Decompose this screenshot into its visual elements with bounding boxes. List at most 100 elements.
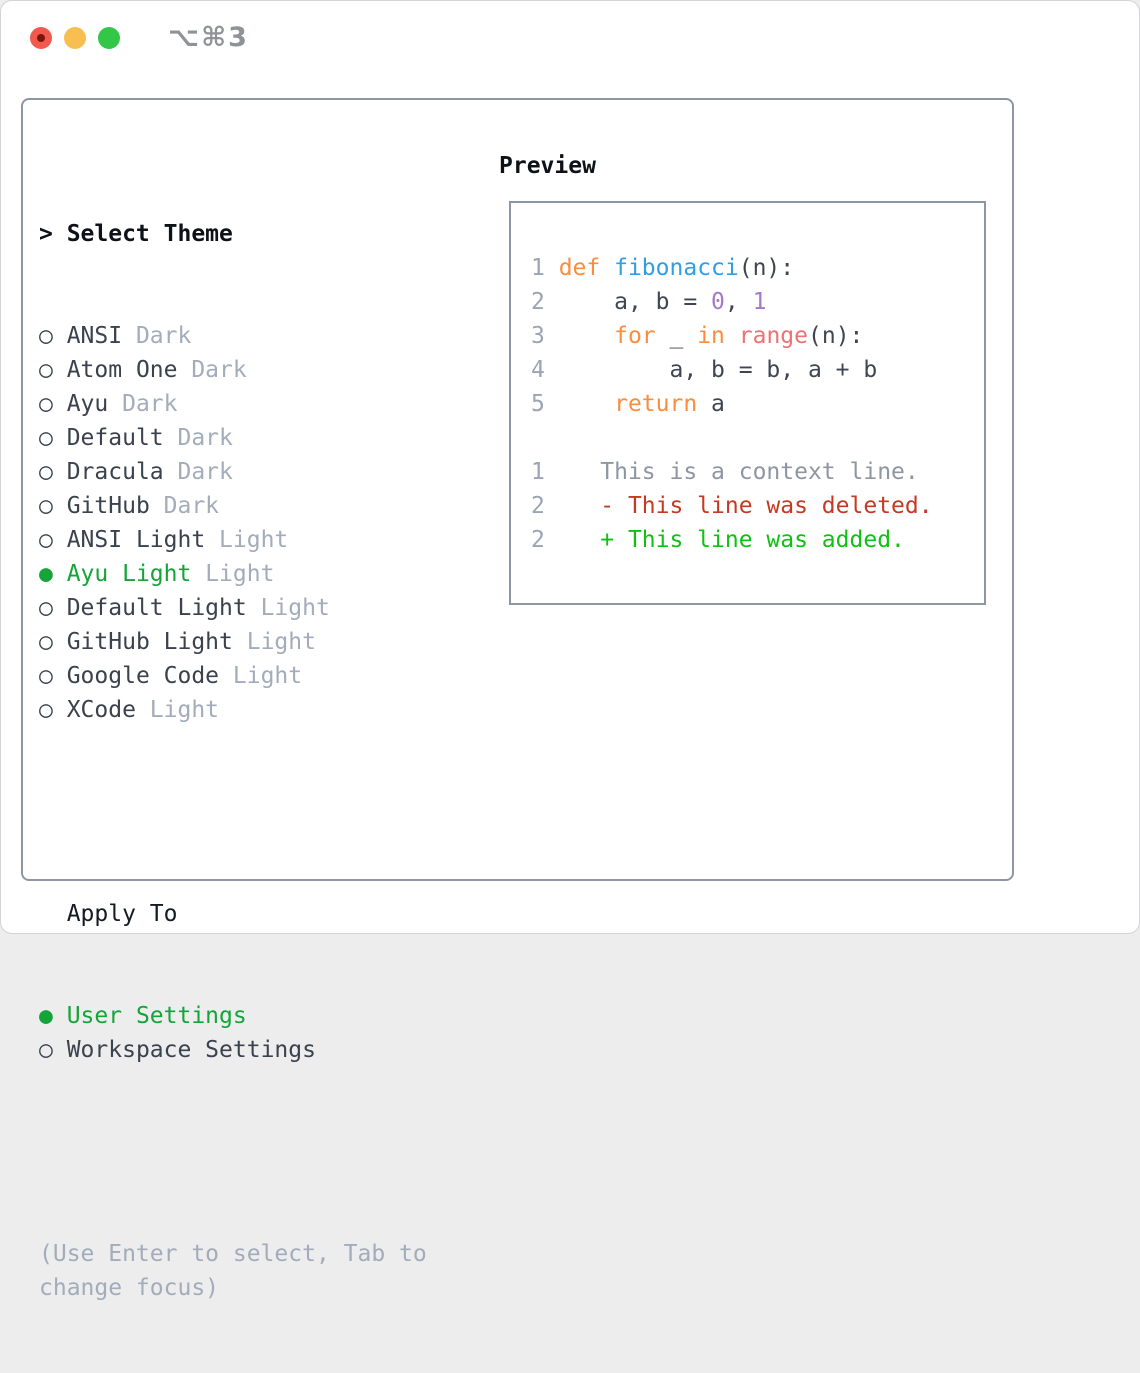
item-label: ANSI	[66, 323, 136, 349]
radio-icon: ○	[39, 697, 67, 723]
theme-item-default[interactable]: ○ Default Dark	[39, 421, 471, 455]
theme-item-google-code[interactable]: ○ Google Code Light	[39, 659, 471, 693]
minimize-button[interactable]	[64, 27, 86, 49]
code-segment-numlit: 1	[752, 289, 767, 315]
theme-item-default-light[interactable]: ○ Default Light Light	[39, 591, 471, 625]
code-line: 1 This is a context line.	[531, 455, 933, 489]
code-segment-kw: return	[614, 391, 698, 417]
code-segment-call: range	[738, 323, 808, 349]
code-segment-kw: for	[614, 323, 656, 349]
item-label: User Settings	[66, 1003, 247, 1029]
apply-option-workspace-settings[interactable]: ○ Workspace Settings	[39, 1033, 471, 1067]
variant-label: Dark	[191, 357, 247, 383]
apply-to-header: Apply To	[39, 901, 178, 927]
variant-label: Dark	[177, 425, 233, 451]
item-label: Ayu	[66, 391, 123, 417]
code-segment-txt: a, b = b, a + b	[558, 357, 878, 383]
code-segment-txt	[559, 323, 614, 349]
theme-item-github-light[interactable]: ○ GitHub Light Light	[39, 625, 471, 659]
theme-item-ayu[interactable]: ○ Ayu Dark	[39, 387, 471, 421]
radio-icon: ○	[39, 391, 67, 417]
theme-item-github[interactable]: ○ GitHub Dark	[39, 489, 471, 523]
code-segment-txt	[725, 323, 739, 349]
code-segment-txt: a, b =	[558, 289, 712, 315]
theme-item-xcode[interactable]: ○ XCode Light	[39, 693, 471, 727]
variant-label: Dark	[177, 459, 233, 485]
code-segment-num: 2	[531, 493, 545, 519]
variant-label: Light	[232, 663, 303, 689]
code-line: 2 + This line was added.	[531, 523, 933, 557]
code-segment-ctx: This is a context line.	[544, 459, 919, 485]
app-window: ⌥⌘3 > Select Theme ○ ANSI Dark○ Atom One…	[0, 0, 1140, 1301]
radio-icon: ○	[39, 493, 67, 519]
code-segment-fn: fibonacci	[614, 255, 739, 281]
code-line: 4 a, b = b, a + b	[531, 353, 933, 387]
code-segment-kw: in	[697, 323, 725, 349]
theme-item-ansi[interactable]: ○ ANSI Dark	[39, 319, 471, 353]
variant-label: Light	[205, 561, 275, 587]
item-label: Ayu Light	[66, 561, 206, 587]
theme-item-dracula[interactable]: ○ Dracula Dark	[39, 455, 471, 489]
code-segment-del: - This line was deleted.	[544, 493, 933, 519]
theme-item-ansi-light[interactable]: ○ ANSI Light Light	[39, 523, 471, 557]
apply-options: ● User Settings○ Workspace Settings	[39, 999, 471, 1067]
code-line: 1 def fibonacci(n):	[531, 251, 933, 285]
spacer	[39, 1135, 471, 1169]
radio-selected-icon: ●	[39, 561, 67, 587]
help-text: (Use Enter to select, Tab to change focu…	[39, 1241, 427, 1301]
code-segment-add: + This line was added.	[544, 527, 905, 553]
item-label: GitHub Light	[66, 629, 247, 655]
code-line: 5 return a	[531, 387, 933, 421]
apply-option-user-settings[interactable]: ● User Settings	[39, 999, 471, 1033]
variant-label: Light	[260, 595, 330, 621]
code-segment-kw: def	[558, 255, 601, 281]
code-segment-txt	[600, 255, 614, 281]
code-segment-numlit: 0	[711, 289, 725, 315]
item-label: GitHub	[66, 493, 164, 519]
item-label: Workspace Settings	[66, 1037, 316, 1063]
radio-icon: ○	[39, 527, 67, 553]
radio-icon: ○	[39, 629, 67, 655]
preview-box	[509, 201, 986, 605]
radio-icon: ○	[39, 663, 67, 689]
select-theme-header: > Select Theme	[39, 221, 233, 247]
radio-icon: ○	[39, 459, 67, 485]
item-label: Dracula	[66, 459, 178, 485]
code-segment-num: 1	[531, 459, 545, 485]
close-button[interactable]	[30, 27, 52, 49]
window-title: ⌥⌘3	[168, 22, 249, 53]
spacer	[39, 795, 471, 829]
radio-icon: ○	[39, 357, 67, 383]
code-segment-num: 5	[531, 391, 559, 417]
theme-item-ayu-light[interactable]: ● Ayu Light Light	[39, 557, 471, 591]
variant-label: Dark	[163, 493, 220, 519]
item-label: XCode	[66, 697, 150, 723]
radio-icon: ○	[39, 425, 67, 451]
theme-item-atom-one[interactable]: ○ Atom One Dark	[39, 353, 471, 387]
code-segment-num: 4	[531, 357, 559, 383]
code-segment-num: 1	[531, 255, 559, 281]
code-segment-txt: ,	[724, 289, 753, 315]
code-line	[531, 421, 933, 455]
variant-label: Light	[219, 527, 289, 553]
item-label: Google Code	[66, 663, 233, 689]
item-label: ANSI Light	[66, 527, 220, 553]
radio-icon: ○	[39, 595, 67, 621]
preview-header: Preview	[499, 153, 596, 179]
variant-label: Light	[246, 629, 316, 655]
left-column: > Select Theme ○ ANSI Dark○ Atom One Dar…	[39, 149, 471, 1373]
variant-label: Dark	[122, 391, 178, 417]
radio-icon: ○	[39, 1037, 67, 1063]
item-label: Default Light	[66, 595, 261, 621]
code-segment-txt: a	[697, 391, 725, 417]
code-segment-num: 2	[531, 289, 559, 315]
radio-icon: ○	[39, 323, 67, 349]
variant-label: Dark	[135, 323, 192, 349]
variant-label: Light	[149, 697, 220, 723]
theme-list: ○ ANSI Dark○ Atom One Dark○ Ayu Dark○ De…	[39, 319, 471, 727]
code-segment-txt: _	[655, 323, 698, 349]
code-segment-txt: (n):	[738, 255, 795, 281]
code-line: 2 - This line was deleted.	[531, 489, 933, 523]
maximize-button[interactable]	[98, 27, 120, 49]
